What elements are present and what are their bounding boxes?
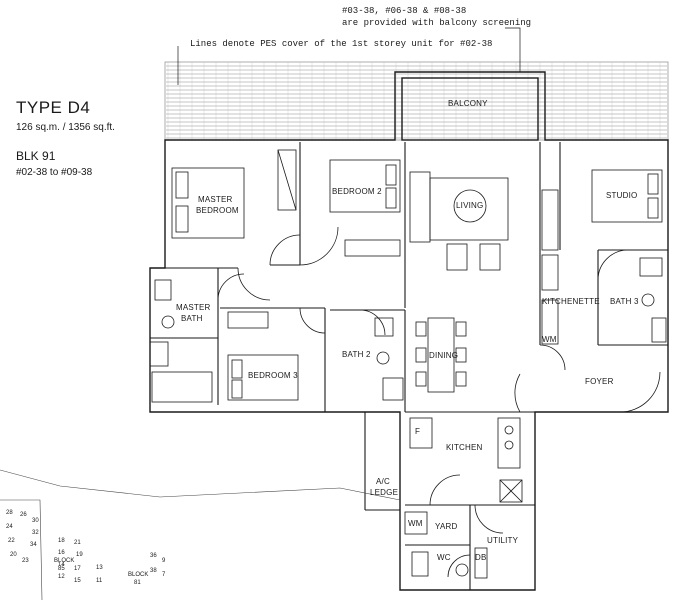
note-leaders: [177, 27, 521, 85]
key-plan-unit-number: 14: [58, 562, 65, 568]
key-plan-unit-number: 15: [74, 578, 81, 584]
room-bath-2: BATH 2: [342, 350, 371, 359]
key-plan-unit-number: 24: [6, 524, 13, 530]
room-ac-ledge-l2: LEDGE: [370, 488, 399, 497]
room-studio: STUDIO: [606, 191, 638, 200]
key-plan-block-label: BLOCK: [54, 558, 75, 564]
key-plan-unit-number: 13: [96, 565, 103, 571]
wm-label-kitchenette: WM: [542, 335, 557, 344]
room-bedroom-2: BEDROOM 2: [332, 187, 382, 196]
key-plan-unit-number: 17: [74, 566, 81, 572]
key-plan-unit-number: 16: [58, 550, 65, 556]
key-plan-unit-number: 9: [162, 558, 166, 564]
furniture: [149, 149, 667, 579]
pes-cover-hatch: [164, 61, 669, 141]
room-wc: WC: [437, 553, 451, 562]
key-plan-block-label: 85: [58, 566, 65, 572]
room-bath-3: BATH 3: [610, 297, 639, 306]
balcony-note-line1: #03-38, #06-38 & #08-38: [342, 6, 467, 16]
door-swings: [217, 226, 661, 578]
room-yard: YARD: [435, 522, 458, 531]
key-plan-unit-number: 23: [22, 558, 29, 564]
key-plan-unit-number: 20: [10, 552, 17, 558]
key-plan-block-label: 81: [134, 580, 141, 586]
key-plan-unit-number: 18: [58, 538, 65, 544]
room-master-bath-l1: MASTER: [176, 303, 211, 312]
key-plan-unit-number: 7: [162, 572, 166, 578]
key-plan-unit-number: 30: [32, 518, 39, 524]
room-balcony: BALCONY: [448, 99, 488, 108]
key-plan-unit-number: 19: [76, 552, 83, 558]
unit-type-title: TYPE D4: [16, 98, 91, 117]
key-plan-unit-number: 36: [150, 553, 157, 559]
room-master-bath-l2: BATH: [181, 314, 203, 323]
room-dining: DINING: [429, 351, 459, 360]
interior-walls: [150, 142, 668, 590]
key-plan-unit-number: 11: [96, 578, 103, 584]
room-ac-ledge-l1: A/C: [376, 477, 390, 486]
room-foyer: FOYER: [585, 377, 614, 386]
key-plan-unit-number: 34: [30, 542, 37, 548]
wm-label-yard: WM: [408, 519, 423, 528]
room-utility: UTILITY: [487, 536, 519, 545]
room-kitchen: KITCHEN: [446, 443, 483, 452]
db-label: DB: [475, 553, 487, 562]
fridge-label: F: [415, 427, 421, 436]
key-plan-unit-number: 22: [8, 538, 15, 544]
room-kitchenette: KITCHENETTE: [542, 297, 600, 306]
key-plan-unit-number: 12: [58, 574, 65, 580]
key-plan-unit-number: 32: [32, 530, 39, 536]
key-plan: [0, 469, 401, 600]
key-plan-unit-number: 21: [74, 540, 81, 546]
room-master-bedroom-l2: BEDROOM: [196, 206, 239, 215]
room-bedroom-3: BEDROOM 3: [248, 371, 298, 380]
key-plan-unit-number: 26: [20, 512, 27, 518]
room-master-bedroom-l1: MASTER: [198, 195, 233, 204]
block-number: BLK 91: [16, 149, 56, 163]
unit-range: #02-38 to #09-38: [16, 167, 93, 178]
key-plan-block-label: BLOCK: [128, 572, 149, 578]
key-plan-unit-number: 28: [6, 510, 13, 516]
unit-area: 126 sq.m. / 1356 sq.ft.: [16, 122, 115, 133]
balcony-note-line2: are provided with balcony screening: [342, 18, 532, 28]
room-living: LIVING: [456, 201, 484, 210]
key-plan-unit-number: 38: [150, 568, 157, 574]
pes-note: Lines denote PES cover of the 1st storey…: [190, 39, 493, 49]
